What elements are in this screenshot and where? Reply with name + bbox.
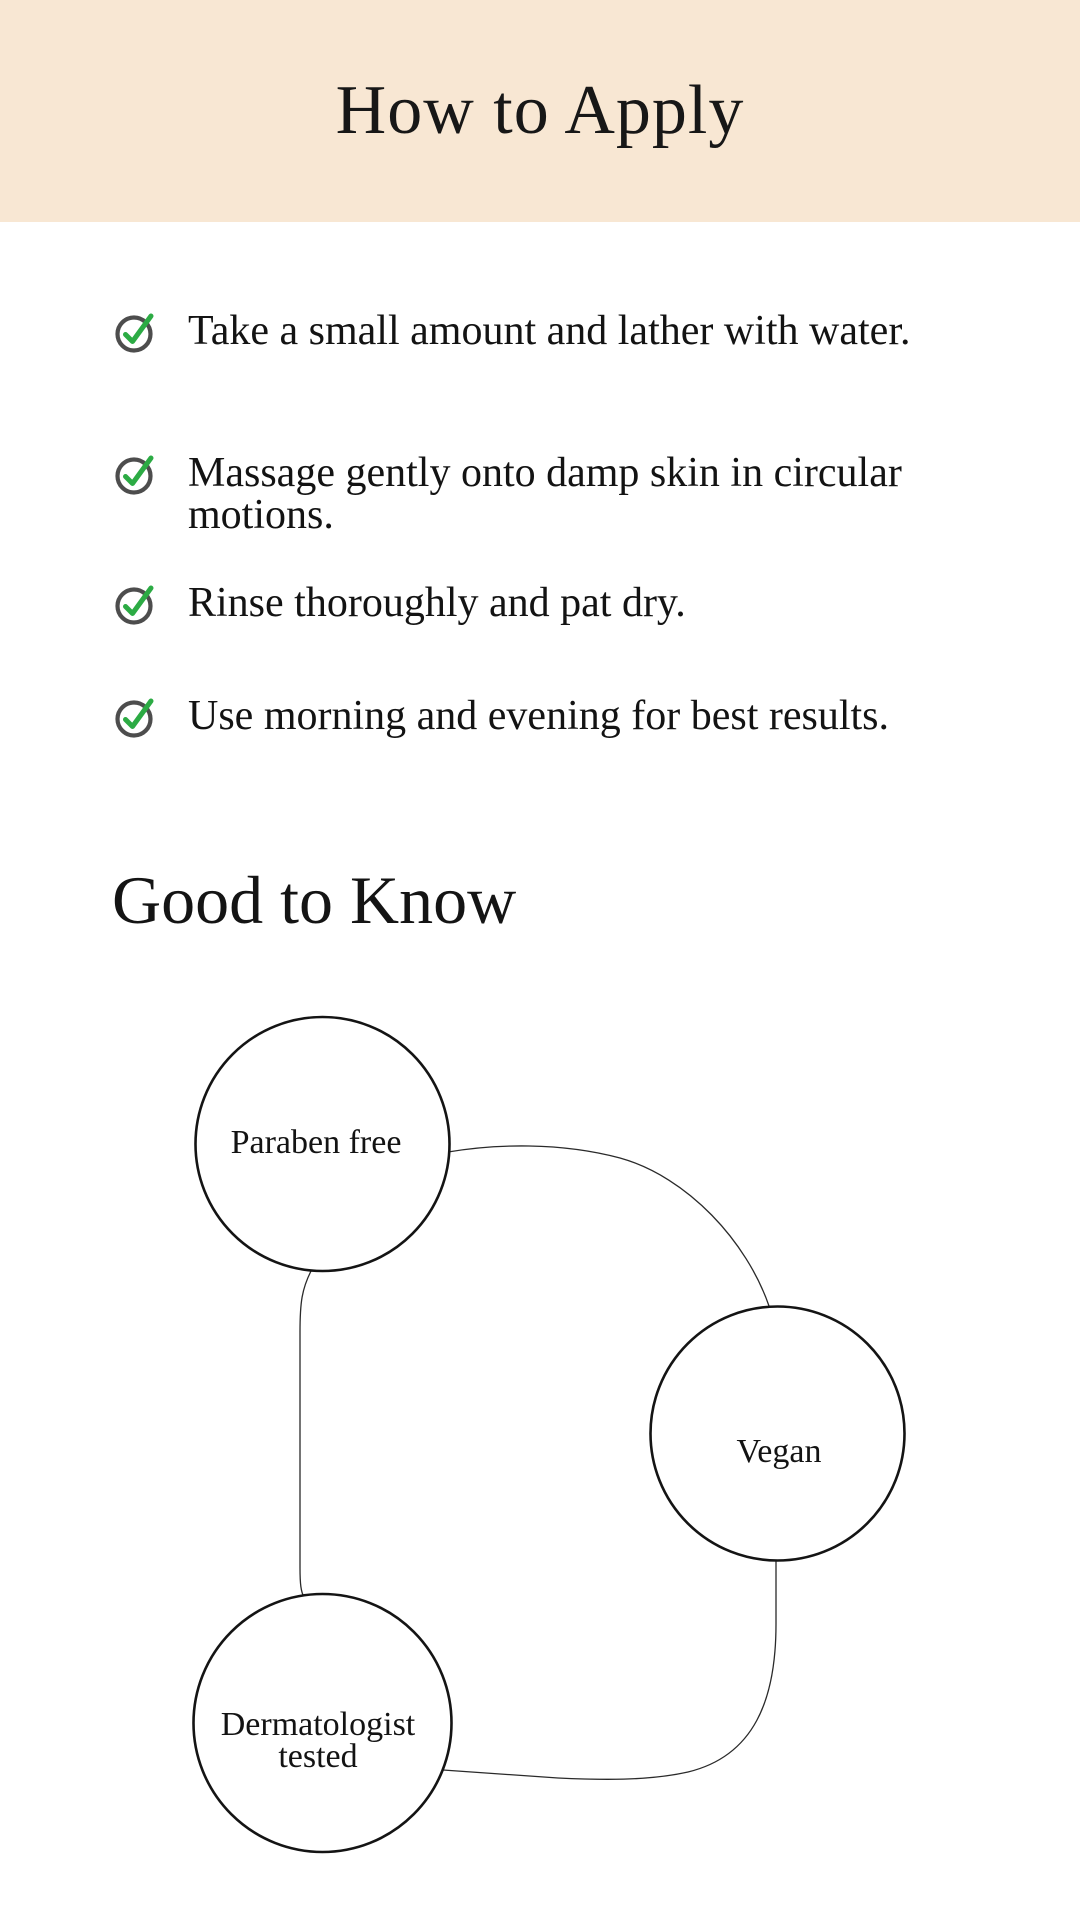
badge-label-tested: tested bbox=[278, 1738, 357, 1775]
badge-label-paraben-free: Paraben free bbox=[231, 1124, 402, 1161]
badge-label-vegan: Vegan bbox=[737, 1433, 822, 1470]
instruction-text: Take a small amount and lather with wate… bbox=[188, 308, 911, 354]
badge-paraben-free bbox=[194, 1015, 451, 1273]
connector-paraben-to-vegan bbox=[447, 1145, 770, 1307]
check-icon bbox=[115, 698, 154, 738]
instruction-text: Use morning and evening for best results… bbox=[188, 693, 890, 739]
instruction-text: Massage gently onto damp skin in circula… bbox=[188, 450, 902, 538]
instruction-text: Rinse thoroughly and pat dry. bbox=[188, 580, 686, 626]
list-item: Rinse thoroughly and pat dry. bbox=[114, 582, 686, 626]
check-icon bbox=[115, 455, 154, 495]
connector-paraben-to-dermatologist bbox=[299, 1270, 312, 1598]
how-to-apply-banner: How to Apply bbox=[0, 0, 1080, 222]
list-item: Massage gently onto damp skin in circula… bbox=[114, 452, 902, 536]
badge-vegan bbox=[649, 1305, 906, 1562]
list-item: Use morning and evening for best results… bbox=[114, 695, 889, 739]
badge-dermatologist-tested bbox=[192, 1592, 453, 1854]
check-icon bbox=[115, 585, 154, 625]
page-title: How to Apply bbox=[335, 72, 745, 149]
badge-label-dermatologist: Dermatologist bbox=[221, 1706, 416, 1743]
list-item: Take a small amount and lather with wate… bbox=[114, 310, 911, 354]
check-icon bbox=[115, 313, 154, 353]
good-to-know-heading: Good to Know bbox=[112, 862, 517, 938]
connector-vegan-to-dermatologist bbox=[442, 1560, 777, 1780]
good-to-know-diagram: Paraben free Vegan Dermatologist tested bbox=[192, 1015, 906, 1854]
